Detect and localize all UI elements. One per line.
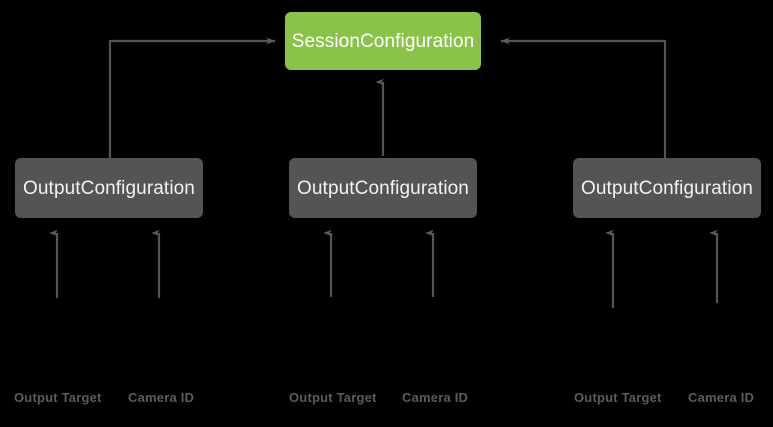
node-output-configuration-1[interactable]: OutputConfiguration [15,158,203,218]
node-session-configuration-label: SessionConfiguration [291,30,475,52]
node-session-configuration[interactable]: SessionConfiguration [285,12,481,70]
leaf-label-camera-id-2: Camera ID [402,390,469,405]
leaf-label-camera-id-3: Camera ID [688,390,755,405]
leaf-label-camera-id-1: Camera ID [128,390,195,405]
node-output-configuration-3-label: OutputConfiguration [581,177,753,199]
node-output-configuration-2-label: OutputConfiguration [297,177,469,199]
node-output-configuration-2[interactable]: OutputConfiguration [289,158,477,218]
leaf-label-output-target-2: Output Target [289,390,377,405]
node-output-configuration-3[interactable]: OutputConfiguration [573,158,761,218]
leaf-label-output-target-3: Output Target [574,390,662,405]
edge-left-output-to-session [108,37,277,158]
node-output-configuration-1-label: OutputConfiguration [23,177,195,199]
edge-right-output-to-session [499,37,667,158]
leaf-label-output-target-1: Output Target [14,390,102,405]
